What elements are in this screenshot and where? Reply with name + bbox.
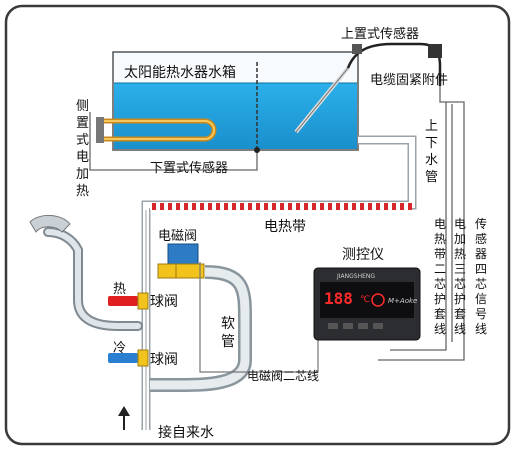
svg-text:三: 三: [454, 262, 466, 276]
wire-label-sensor: 传 感 器 四 芯 信 号 线: [475, 216, 487, 336]
soft-hose: [150, 265, 252, 392]
svg-text:芯: 芯: [434, 277, 446, 291]
svg-text:热: 热: [434, 232, 446, 246]
cold-label: 冷: [113, 341, 126, 356]
svg-text:下: 下: [425, 136, 438, 151]
svg-text:式: 式: [76, 133, 89, 148]
svg-text:电: 电: [454, 217, 466, 231]
controller-button-3: [358, 323, 368, 329]
svg-text:器: 器: [475, 247, 487, 261]
svg-text:线: 线: [475, 322, 487, 336]
controller-unit-text: ℃: [360, 295, 370, 305]
hot-tap: [108, 292, 149, 310]
svg-text:置: 置: [76, 116, 89, 131]
svg-text:传: 传: [475, 216, 487, 231]
heat-tape-label: 电热带: [264, 219, 306, 235]
svg-text:四: 四: [475, 262, 487, 276]
wire-label-heater: 电 加 热 三 芯 护 套 线: [454, 217, 466, 336]
bottom-sensor-head: [254, 147, 260, 153]
top-sensor-head: [352, 44, 362, 54]
svg-text:号: 号: [475, 307, 487, 321]
heat-tape: [150, 203, 412, 210]
shower-hose: [29, 215, 143, 331]
solenoid-valve: [157, 243, 205, 279]
top-sensor-label: 上置式传感器: [341, 26, 419, 42]
soft-hose-label: 软 管: [221, 316, 235, 350]
controller-logo: M+Aoke: [388, 297, 417, 305]
controller-button-1: [328, 323, 338, 329]
svg-text:加: 加: [76, 167, 89, 182]
svg-text:线: 线: [434, 322, 446, 336]
side-heater-element: [96, 117, 217, 143]
svg-text:线: 线: [454, 322, 466, 336]
svg-text:电: 电: [76, 150, 89, 165]
cold-tap: [108, 349, 149, 367]
controller-temp: 188: [324, 289, 353, 308]
svg-text:套: 套: [434, 307, 446, 321]
cable-fitting-label: 电缆固紧附件: [370, 72, 448, 88]
svg-text:套: 套: [454, 307, 466, 321]
svg-text:上: 上: [425, 119, 438, 134]
controller-button-2: [343, 323, 353, 329]
svg-text:热: 热: [454, 247, 466, 261]
svg-text:护: 护: [454, 292, 466, 306]
svg-text:护: 护: [434, 292, 446, 306]
valve-wire: [199, 262, 319, 373]
valve-label: 电磁阀: [158, 229, 197, 244]
side-heater-label: 侧 置 式 电 加 热: [76, 99, 89, 199]
ball-valve-2-label: 球阀: [150, 352, 178, 368]
svg-text:芯: 芯: [454, 277, 466, 291]
valve-wire-label: 电磁阀二芯线: [247, 368, 319, 383]
svg-text:电: 电: [434, 217, 446, 231]
water-tank: [112, 51, 359, 151]
hot-label: 热: [113, 282, 126, 297]
svg-text:管: 管: [425, 170, 438, 185]
tank-label: 太阳能热水器水箱: [124, 65, 236, 81]
ball-valve-1-label: 球阀: [150, 294, 178, 310]
sensor-wires: [89, 86, 465, 361]
svg-text:软: 软: [221, 316, 235, 332]
svg-text:感: 感: [475, 231, 487, 246]
controller-brand: JIANGSHENG: [336, 273, 375, 280]
controller-button-4: [373, 323, 383, 329]
svg-text:侧: 侧: [76, 99, 89, 114]
svg-text:管: 管: [221, 334, 235, 350]
cable-fitting: [428, 44, 442, 58]
svg-text:加: 加: [454, 232, 466, 246]
wire-label-heat-tape: 电 热 带 二 芯 护 套 线: [434, 217, 446, 336]
bottom-sensor-label: 下置式传感器: [150, 160, 228, 176]
inlet-label: 接自来水: [158, 424, 214, 441]
controller-label: 测控仪: [342, 247, 384, 263]
svg-text:水: 水: [425, 153, 438, 168]
svg-text:芯: 芯: [475, 277, 487, 291]
svg-text:热: 热: [76, 184, 89, 199]
svg-text:二: 二: [434, 262, 446, 276]
up-down-pipe-label: 上 下 水 管: [425, 119, 438, 185]
outer-frame: [4, 4, 511, 446]
controller-unit: JIANGSHENG 188 ℃ M+Aoke: [313, 267, 421, 341]
svg-text:带: 带: [434, 247, 446, 261]
svg-text:信: 信: [475, 292, 487, 306]
